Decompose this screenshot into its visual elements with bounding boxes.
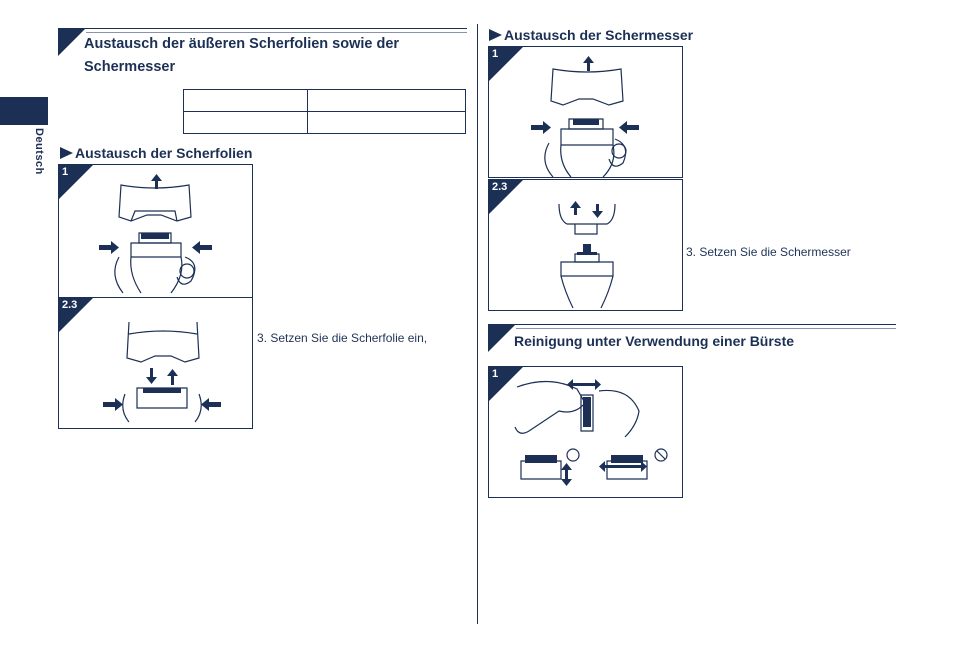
panel-number: 1 [62,166,69,178]
table-cell [307,111,466,134]
table-cell [183,111,308,134]
language-tab [0,97,48,125]
panel-number-badge [59,165,93,199]
figure-panel-foil-1: 1 [58,164,253,298]
panel-number-badge [59,298,93,332]
panel-number: 1 [492,48,499,60]
sub-heading-foils: Austausch der Scherfolien [75,145,253,161]
language-label: Deutsch [33,128,45,175]
main-heading-line1: Austausch der äußeren Scherfolien sowie … [84,36,400,52]
table-cell [183,89,308,112]
figure-panel-blade-1: 1 [488,46,683,178]
spec-table [183,89,466,134]
heading-corner [488,324,516,352]
step-text-foil: 3. Setzen Sie die Scherfolie ein, [257,331,428,345]
heading-rule [58,28,467,29]
main-heading-line2: Schermesser [84,59,176,75]
brush-cleaning-illustration [514,379,668,486]
foil-insert-illustration [103,321,221,423]
heading-rule-2 [516,328,896,329]
arrow-right-icon [60,147,73,159]
cleaning-heading: Reinigung unter Verwendung einer Bürste [514,333,795,349]
heading-rule [488,324,896,325]
heading-rule-2 [86,32,467,33]
panel-number: 1 [492,368,499,380]
panel-number: 2.3 [62,299,78,311]
arrow-right-icon [489,29,502,41]
heading-corner [58,28,86,56]
figure-panel-foil-2-3: 2.3 [58,297,253,429]
blade-insert-illustration [558,201,616,309]
foil-removal-illustration [99,174,212,294]
blade-removal-illustration [531,56,639,177]
sub-heading-blades: Austausch der Schermesser [504,27,694,43]
panel-number-badge [489,180,523,214]
column-divider [477,24,478,624]
panel-number-badge [489,367,523,401]
table-row [183,89,466,112]
panel-number-badge [489,47,523,81]
panel-number: 2.3 [492,181,508,193]
figure-panel-blade-2-3: 2.3 [488,179,683,311]
table-row [183,111,466,134]
figure-panel-cleaning-1: 1 [488,366,683,498]
table-cell [307,89,466,112]
step-text-blade: 3. Setzen Sie die Schermesser [686,245,851,259]
